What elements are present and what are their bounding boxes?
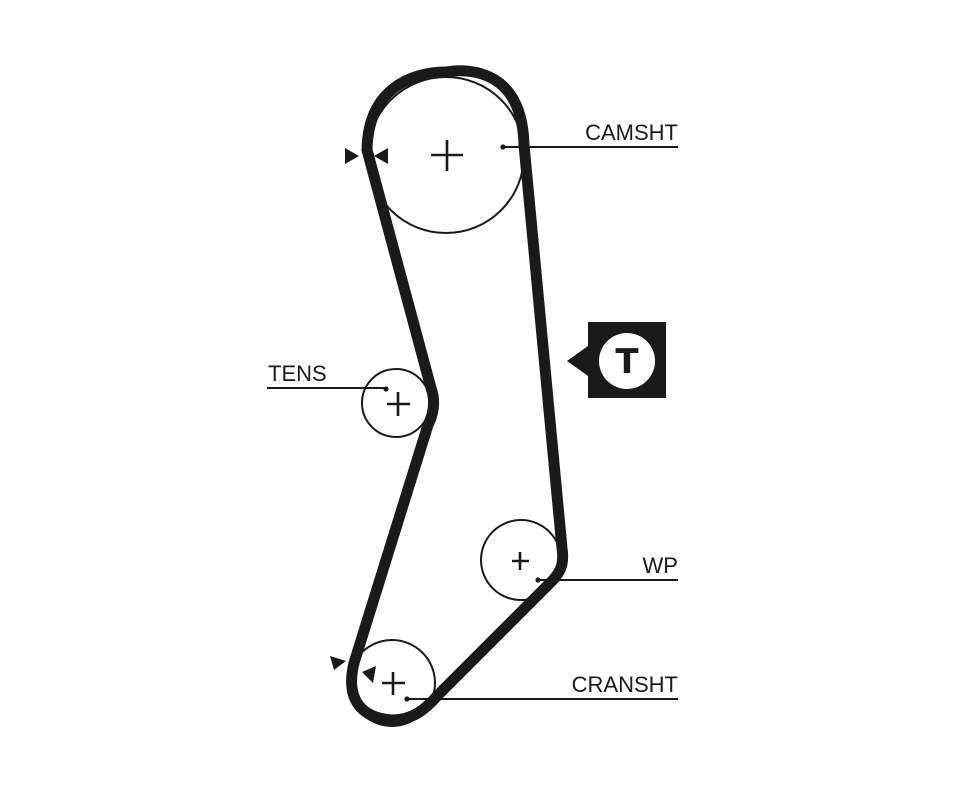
water-pump-label: WP xyxy=(643,553,678,578)
plus-icon xyxy=(382,672,405,695)
tension-symbol: T xyxy=(615,342,639,382)
triangle-pointer-icon xyxy=(330,656,346,670)
crankshaft-label: CRANSHT xyxy=(572,672,678,697)
triangle-pointer-icon xyxy=(345,148,359,164)
camshaft-label: CAMSHT xyxy=(585,120,678,145)
center-marks xyxy=(382,140,529,695)
leader-lines xyxy=(267,146,678,700)
tension-badge: T xyxy=(567,322,666,398)
plus-icon xyxy=(387,392,410,416)
plus-icon xyxy=(431,140,463,171)
triangle-pointer-icon xyxy=(374,148,388,164)
tension-pointer-icon xyxy=(567,346,588,376)
plus-icon xyxy=(512,552,529,570)
timing-belt xyxy=(346,65,569,726)
timing-marks xyxy=(330,148,388,683)
leader-dots xyxy=(383,144,541,702)
tensioner-label: TENS xyxy=(268,361,327,386)
triangle-pointer-icon xyxy=(362,666,376,683)
tension-t-icon xyxy=(599,333,655,389)
